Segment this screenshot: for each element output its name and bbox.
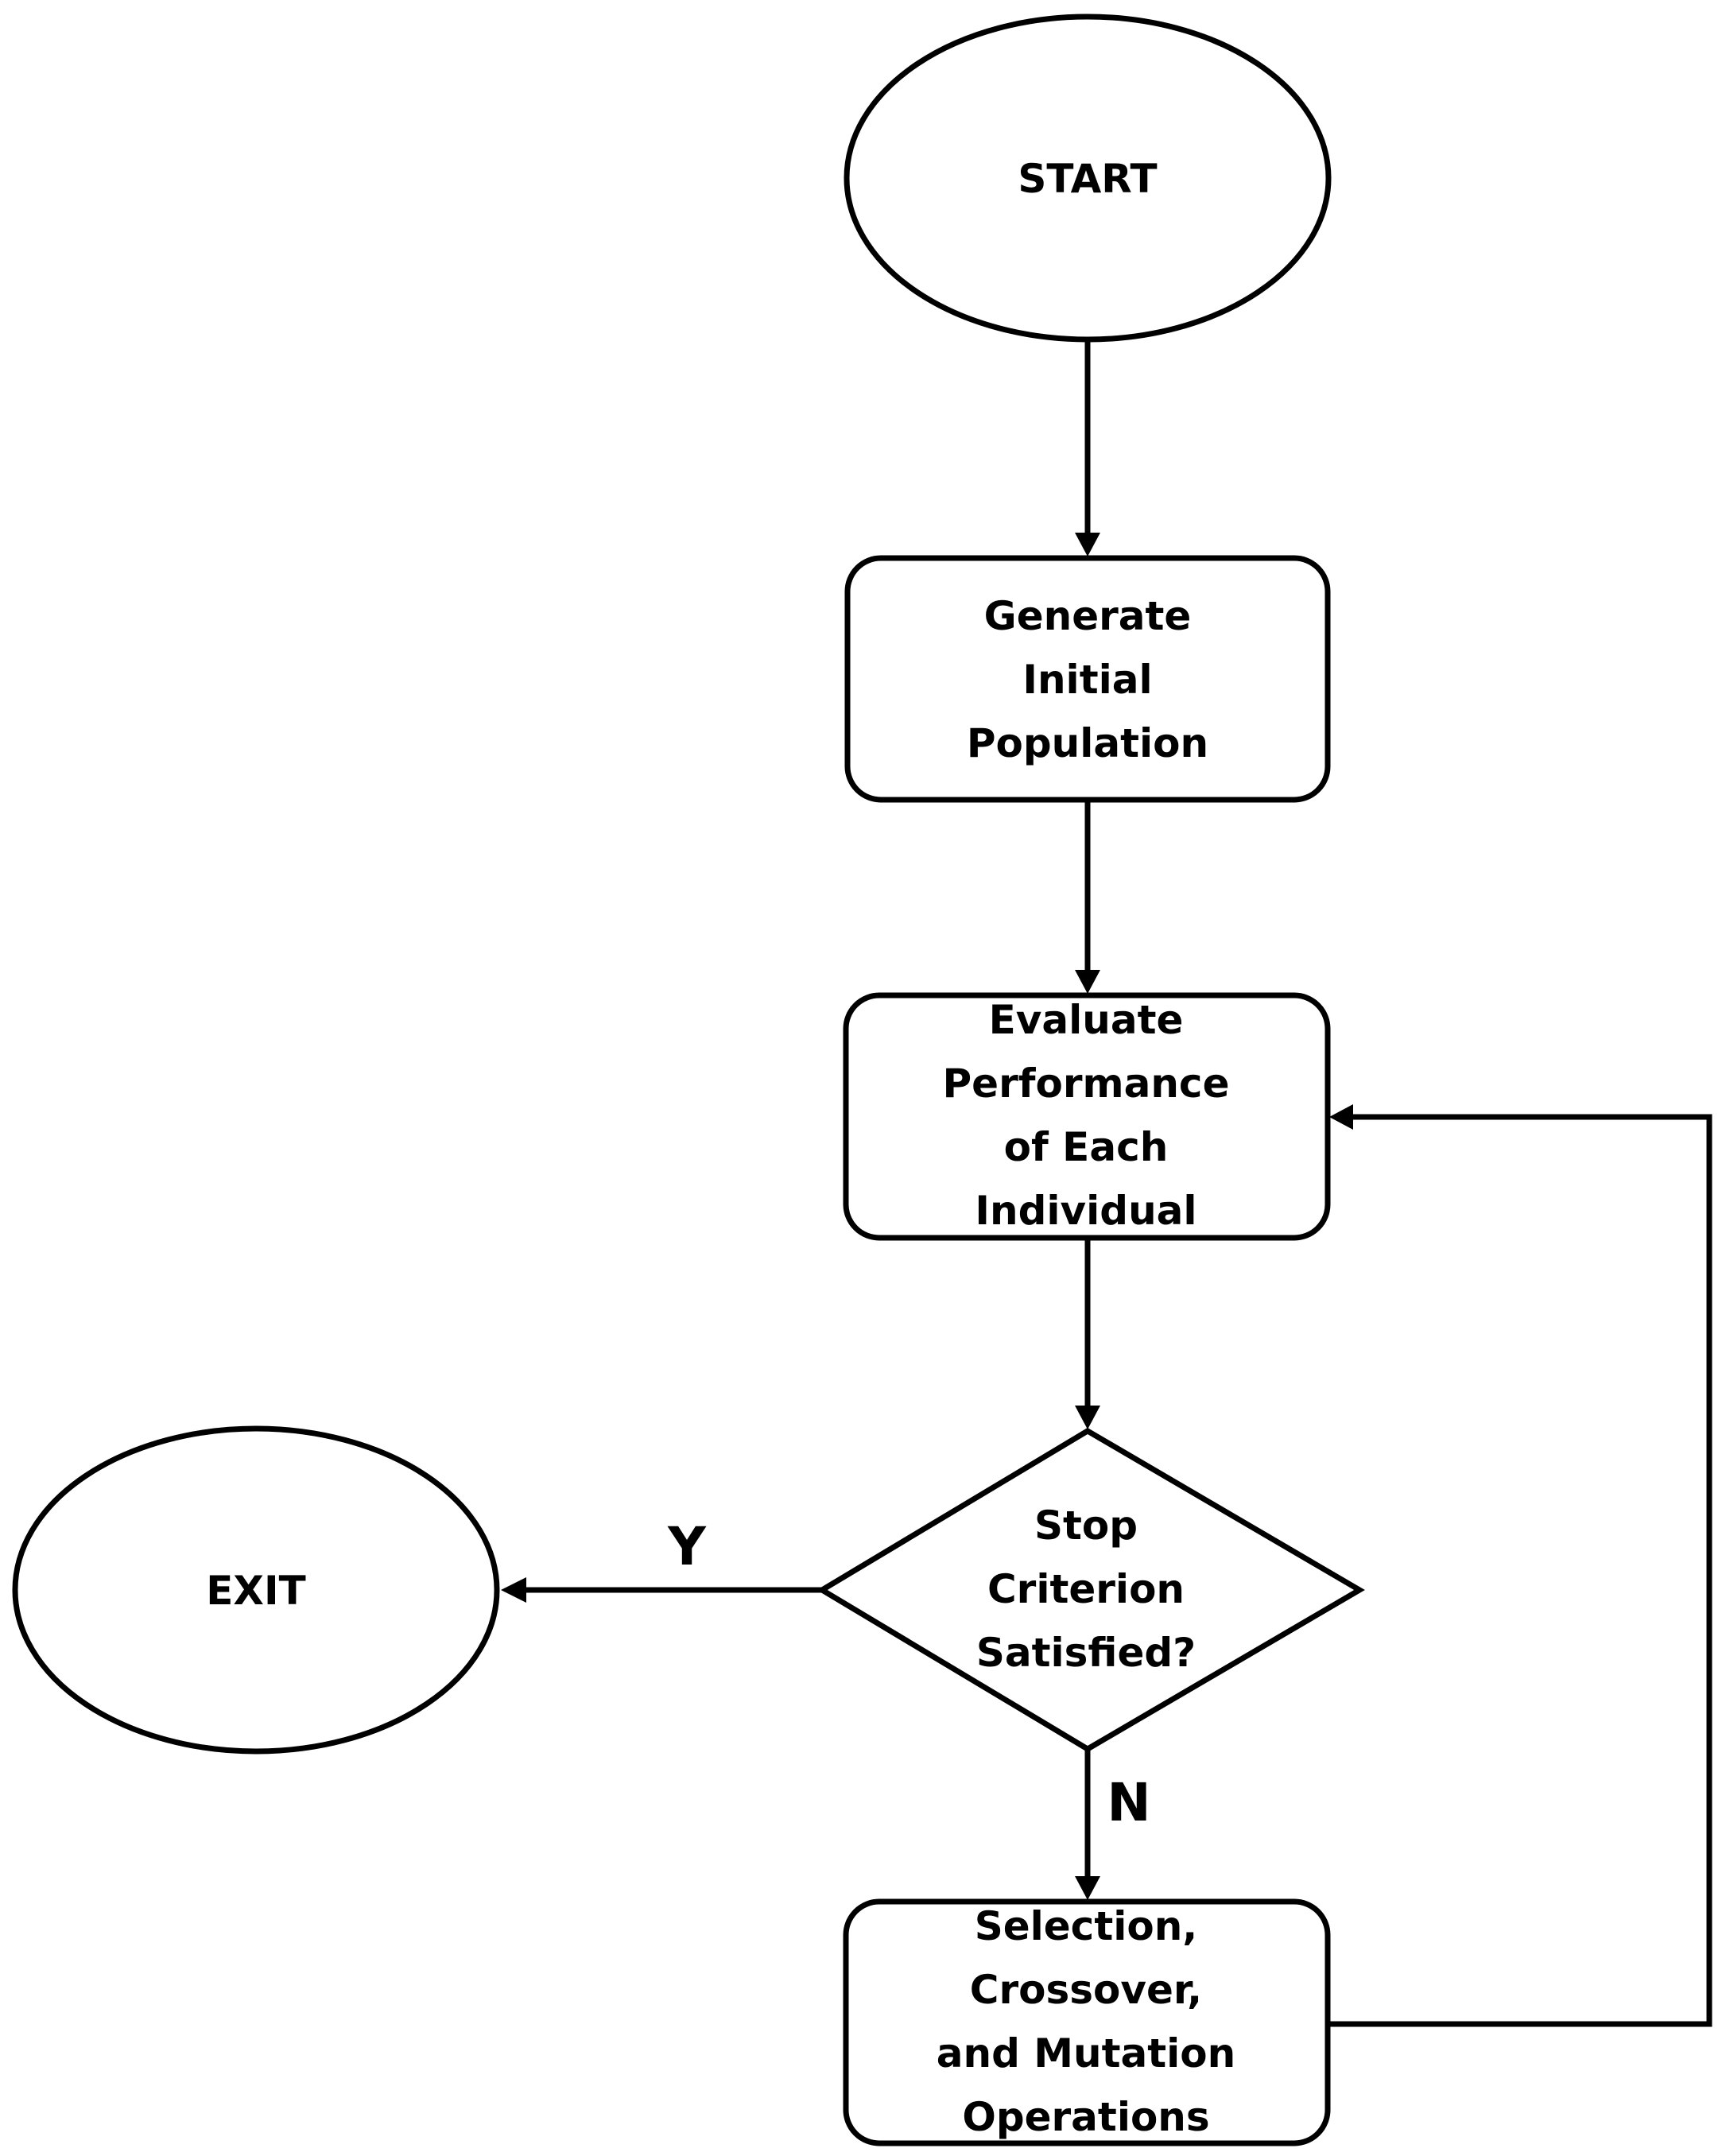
start-label: START — [1018, 156, 1157, 202]
operations-label-line-2: Crossover, — [970, 1967, 1202, 2013]
arrowhead-down-icon — [1075, 1406, 1100, 1429]
operations-label-line-3: and Mutation — [937, 2030, 1236, 2077]
no-branch-label: N — [1107, 1772, 1150, 1833]
decision-label-line-2: Criterion — [987, 1566, 1185, 1612]
arrowhead-left-icon — [1329, 1104, 1353, 1130]
connector-decision-to-exit: Y — [501, 1516, 822, 1603]
evaluate-label-line-1: Evaluate — [989, 997, 1184, 1043]
generate-label-line-3: Population — [967, 720, 1208, 766]
arrowhead-down-icon — [1075, 533, 1100, 556]
yes-branch-label: Y — [667, 1516, 707, 1577]
evaluate-label-line-3: of Each — [1004, 1124, 1169, 1170]
connector-decision-to-operations: N — [1075, 1749, 1151, 1900]
connector-generate-to-evaluate — [1075, 800, 1100, 994]
evaluate-performance-node: Evaluate Performance of Each Individual — [843, 992, 1331, 1241]
start-node: START — [844, 14, 1332, 343]
connector-start-to-generate — [1075, 340, 1100, 556]
connector-evaluate-to-decision — [1075, 1238, 1100, 1429]
arrowhead-down-icon — [1075, 1876, 1100, 1900]
arrowhead-left-icon — [501, 1577, 526, 1603]
decision-label-line-1: Stop — [1034, 1503, 1138, 1549]
exit-label: EXIT — [206, 1568, 305, 1614]
connector-operations-loop-back — [1328, 1104, 1712, 2027]
exit-node: EXIT — [12, 1425, 500, 1755]
stop-criterion-decision: Stop Criterion Satisfied? — [816, 1427, 1365, 1753]
genetic-operations-node: Selection, Crossover, and Mutation Opera… — [843, 1898, 1331, 2146]
generate-label-line-2: Initial — [1022, 657, 1152, 703]
operations-label-line-1: Selection, — [975, 1903, 1198, 1949]
evaluate-label-line-2: Performance — [943, 1061, 1230, 1107]
arrowhead-down-icon — [1075, 970, 1100, 994]
decision-label-line-3: Satisfied? — [976, 1630, 1196, 1676]
operations-label-line-4: Operations — [962, 2094, 1209, 2140]
evaluate-label-line-4: Individual — [975, 1188, 1196, 1234]
generate-population-node: Generate Initial Population — [844, 555, 1331, 803]
generate-label-line-1: Generate — [984, 593, 1192, 639]
